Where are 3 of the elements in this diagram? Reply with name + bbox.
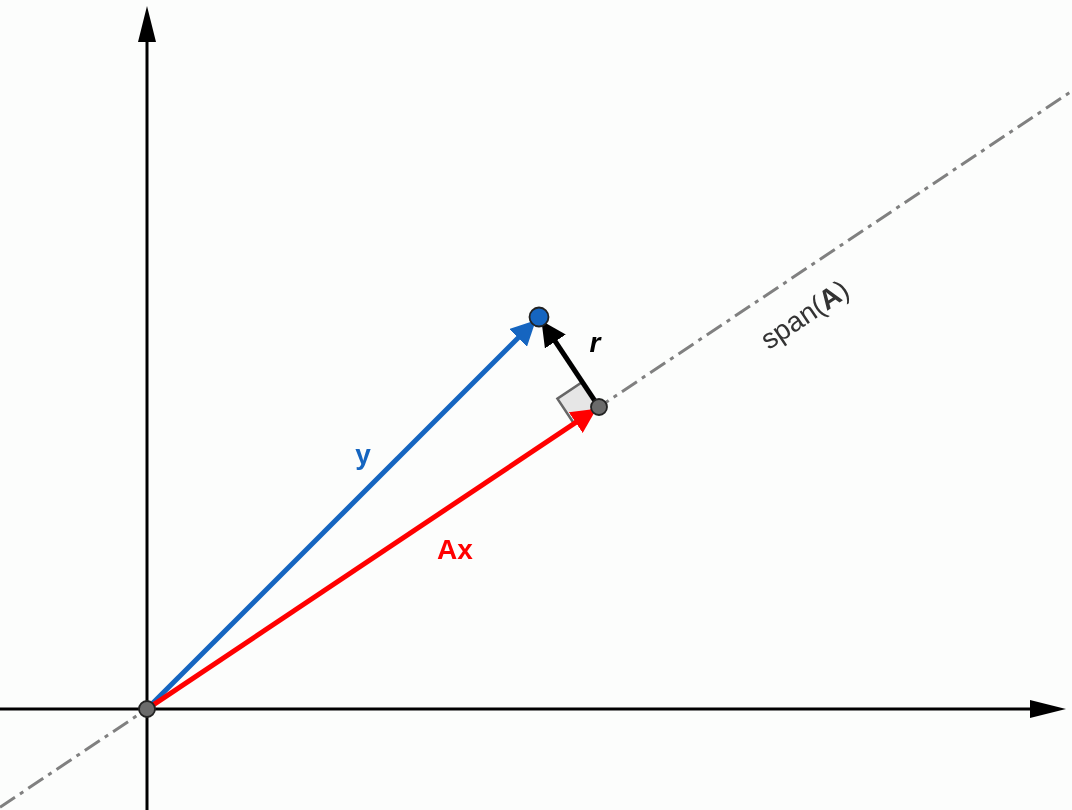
point-marker bbox=[528, 306, 550, 328]
point-marker bbox=[138, 700, 156, 718]
point-marker bbox=[590, 398, 608, 416]
